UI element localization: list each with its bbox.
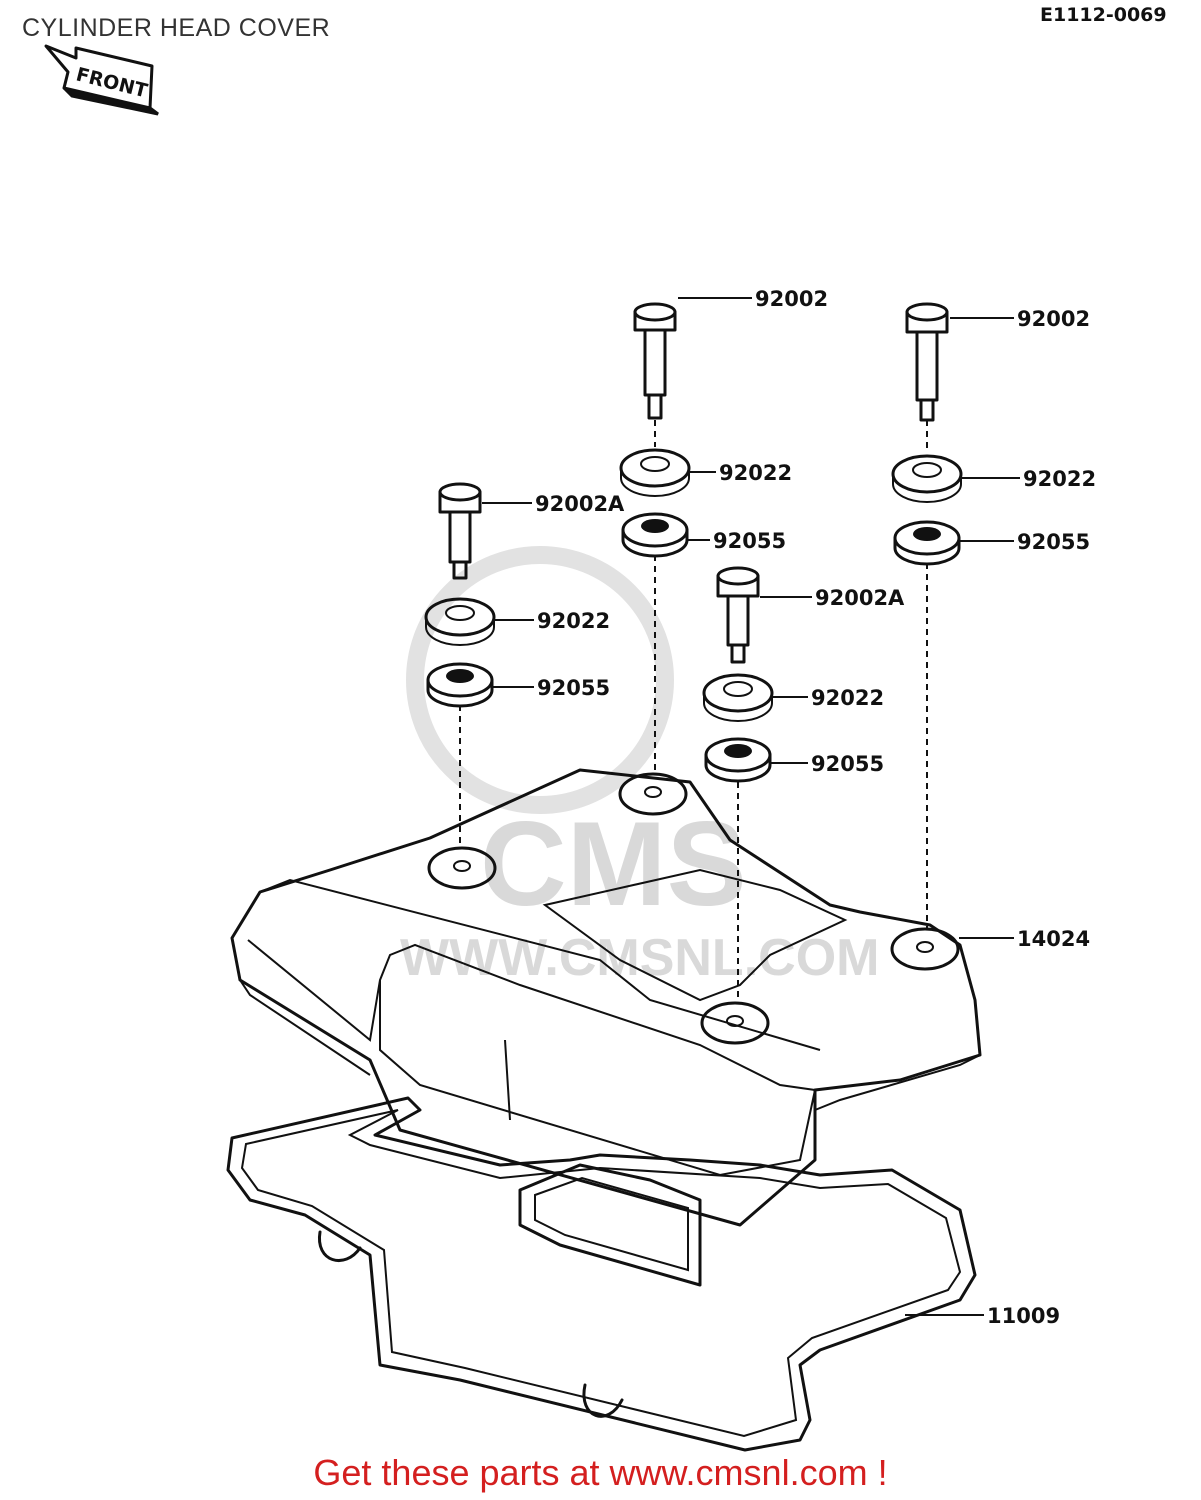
callout-bolt-left: 92002A	[535, 492, 625, 516]
cylinder-head-cover-14024	[230, 768, 982, 1227]
watermark-brand: CMS	[480, 797, 747, 931]
callout-bolt-right: 92002	[1017, 307, 1090, 331]
washer-center	[619, 448, 691, 497]
callout-washer-front: 92022	[811, 686, 884, 710]
page-title: CYLINDER HEAD COVER	[22, 14, 331, 42]
seat-rings	[427, 772, 960, 1045]
promo-link-text[interactable]: Get these parts at www.cmsnl.com !	[313, 1452, 888, 1493]
grommet-center	[621, 512, 689, 558]
callout-grommet-right: 92055	[1017, 530, 1090, 554]
washer-right	[891, 454, 963, 503]
grommet-front	[704, 737, 772, 783]
callout-washer-right: 92022	[1023, 467, 1096, 491]
grommet-right	[893, 520, 961, 566]
callout-grommet-center: 92055	[713, 529, 786, 553]
grommet-left	[426, 662, 494, 708]
bolt-left	[438, 482, 482, 580]
callout-washer-left: 92022	[537, 609, 610, 633]
drawing-code: E1112-0069	[1040, 4, 1167, 26]
washer-left	[424, 597, 496, 646]
bolt-front	[716, 566, 760, 664]
leader-lines	[482, 297, 1020, 1316]
gasket-11009	[226, 1096, 977, 1452]
callout-cover: 14024	[1017, 927, 1090, 951]
bolt-right	[905, 302, 949, 422]
callout-bolt-center: 92002	[755, 287, 828, 311]
callout-grommet-front: 92055	[811, 752, 884, 776]
callout-gasket: 11009	[987, 1304, 1060, 1328]
watermark: CMS WWW.CMSNL.COM	[400, 546, 879, 987]
front-arrow-icon: FRONT	[44, 44, 159, 116]
callout-washer-center: 92022	[719, 461, 792, 485]
callout-grommet-left: 92055	[537, 676, 610, 700]
watermark-url: WWW.CMSNL.COM	[400, 929, 879, 987]
assembly-lines	[459, 420, 928, 1003]
washer-front	[702, 673, 774, 722]
bolt-center	[633, 302, 677, 420]
callout-bolt-front: 92002A	[815, 586, 905, 610]
